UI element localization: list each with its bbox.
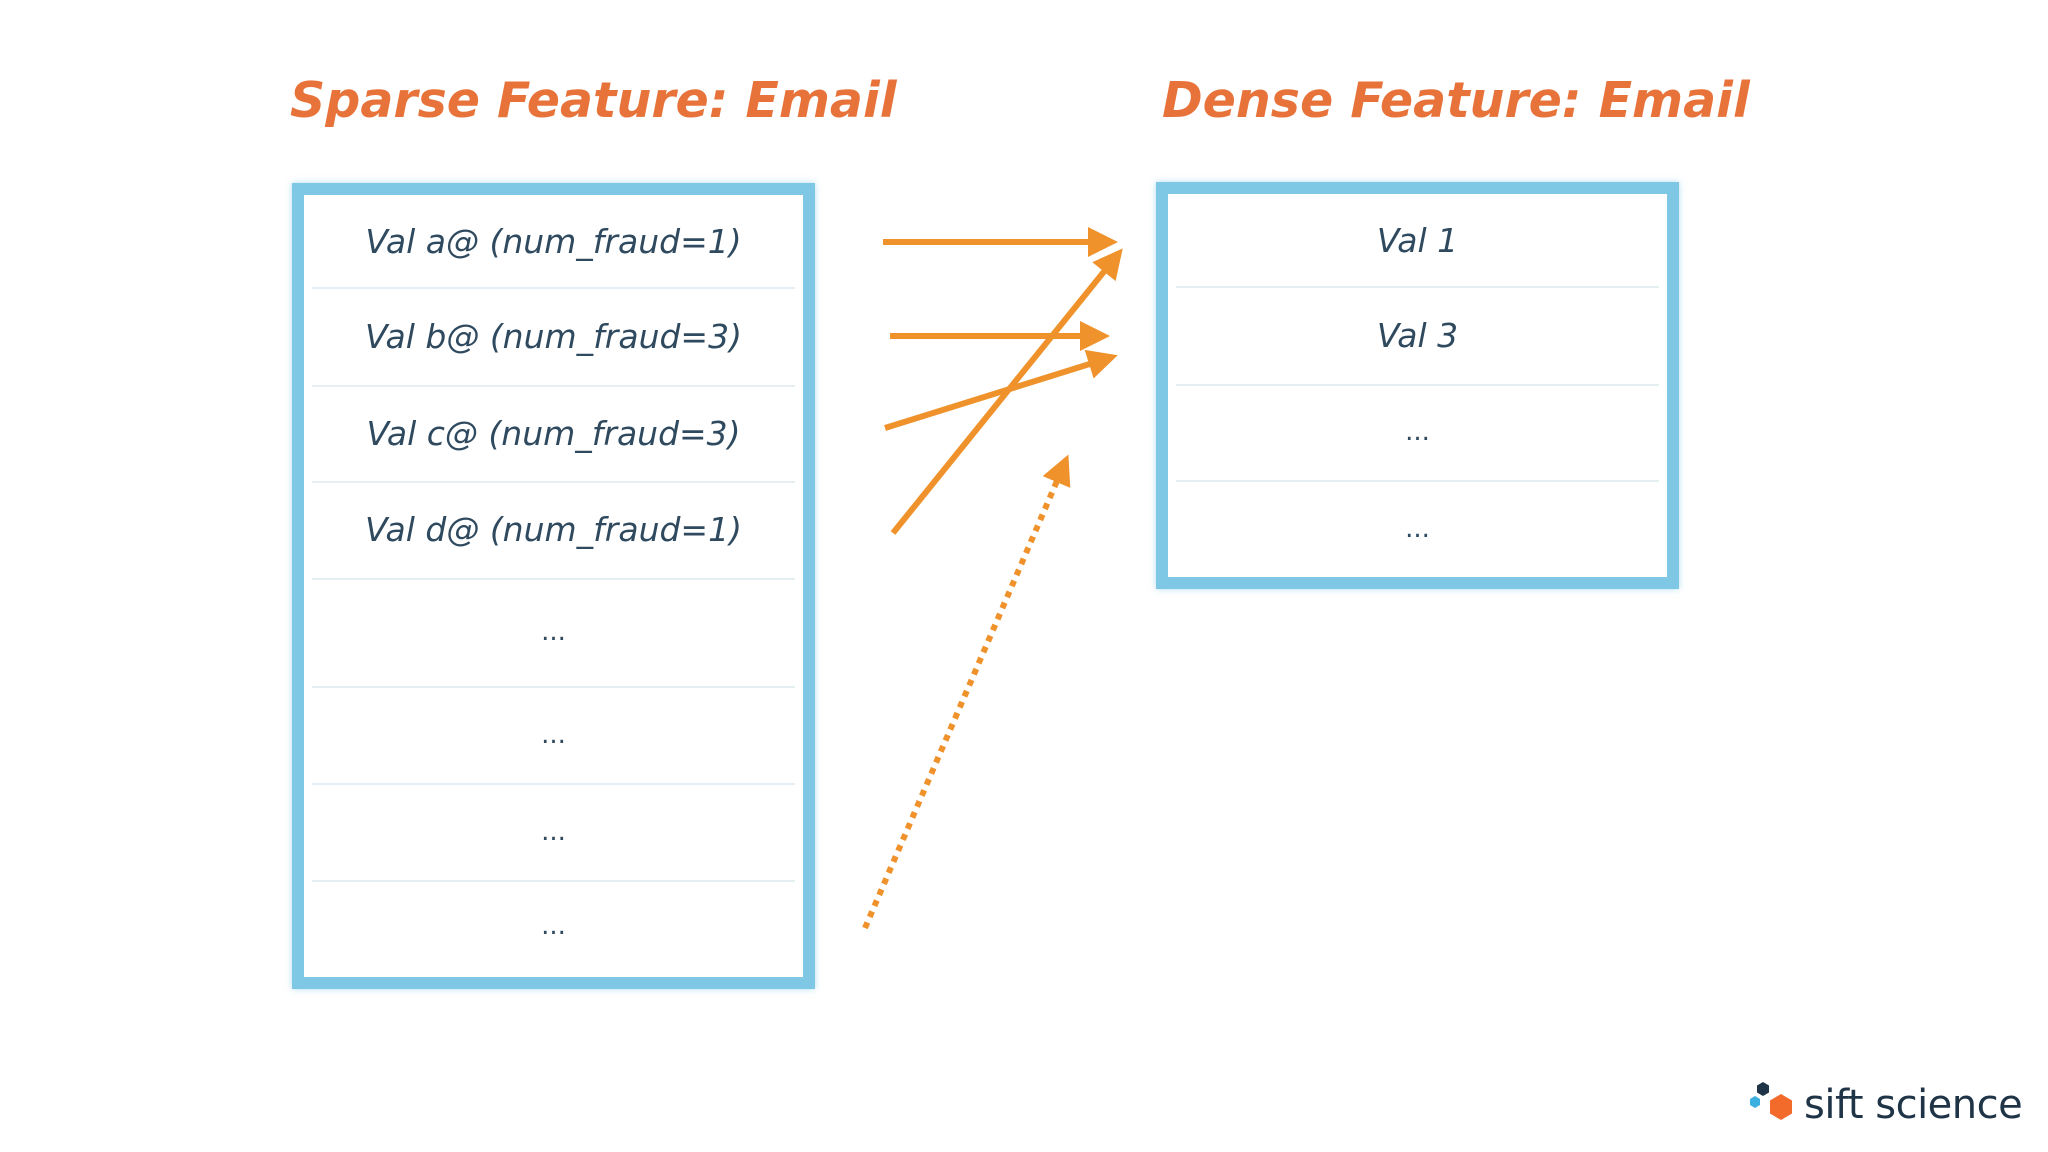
sparse-row-ellipsis: ...: [312, 783, 795, 882]
dense-feature-table: Val 1 Val 3 ... ...: [1156, 182, 1679, 589]
sift-science-logo-text: sift science: [1804, 1082, 2023, 1128]
sparse-feature-title: Sparse Feature: Email: [290, 72, 897, 129]
sparse-row-ellipsis: ...: [312, 686, 795, 785]
sparse-row-ellipsis: ...: [312, 578, 795, 688]
sift-science-hexagon-logo-icon: [1750, 1082, 1792, 1120]
sift-science-logo: sift science: [1750, 1080, 2023, 1130]
dense-row-ellipsis: ...: [1405, 513, 1430, 544]
dense-feature-title: Dense Feature: Email: [1162, 72, 1750, 129]
dense-row-ellipsis: ...: [1176, 384, 1659, 482]
arrow-dotted-more: [862, 454, 1071, 930]
dense-row-3: Val 3: [1176, 286, 1659, 386]
arrow-d-to-val-1: [890, 248, 1123, 535]
sparse-row-b: Val b@ (num_fraud=3): [312, 287, 795, 387]
sparse-row-ellipsis: ...: [541, 911, 566, 941]
sparse-feature-table: Val a@ (num_fraud=1) Val b@ (num_fraud=3…: [292, 183, 815, 989]
arrow-c-to-val-3: [884, 349, 1118, 431]
sparse-row-d: Val d@ (num_fraud=1): [312, 481, 795, 580]
dense-row-1: Val 1: [1176, 194, 1659, 288]
sparse-row-a: Val a@ (num_fraud=1): [312, 195, 795, 289]
sparse-row-c: Val c@ (num_fraud=3): [312, 385, 795, 483]
